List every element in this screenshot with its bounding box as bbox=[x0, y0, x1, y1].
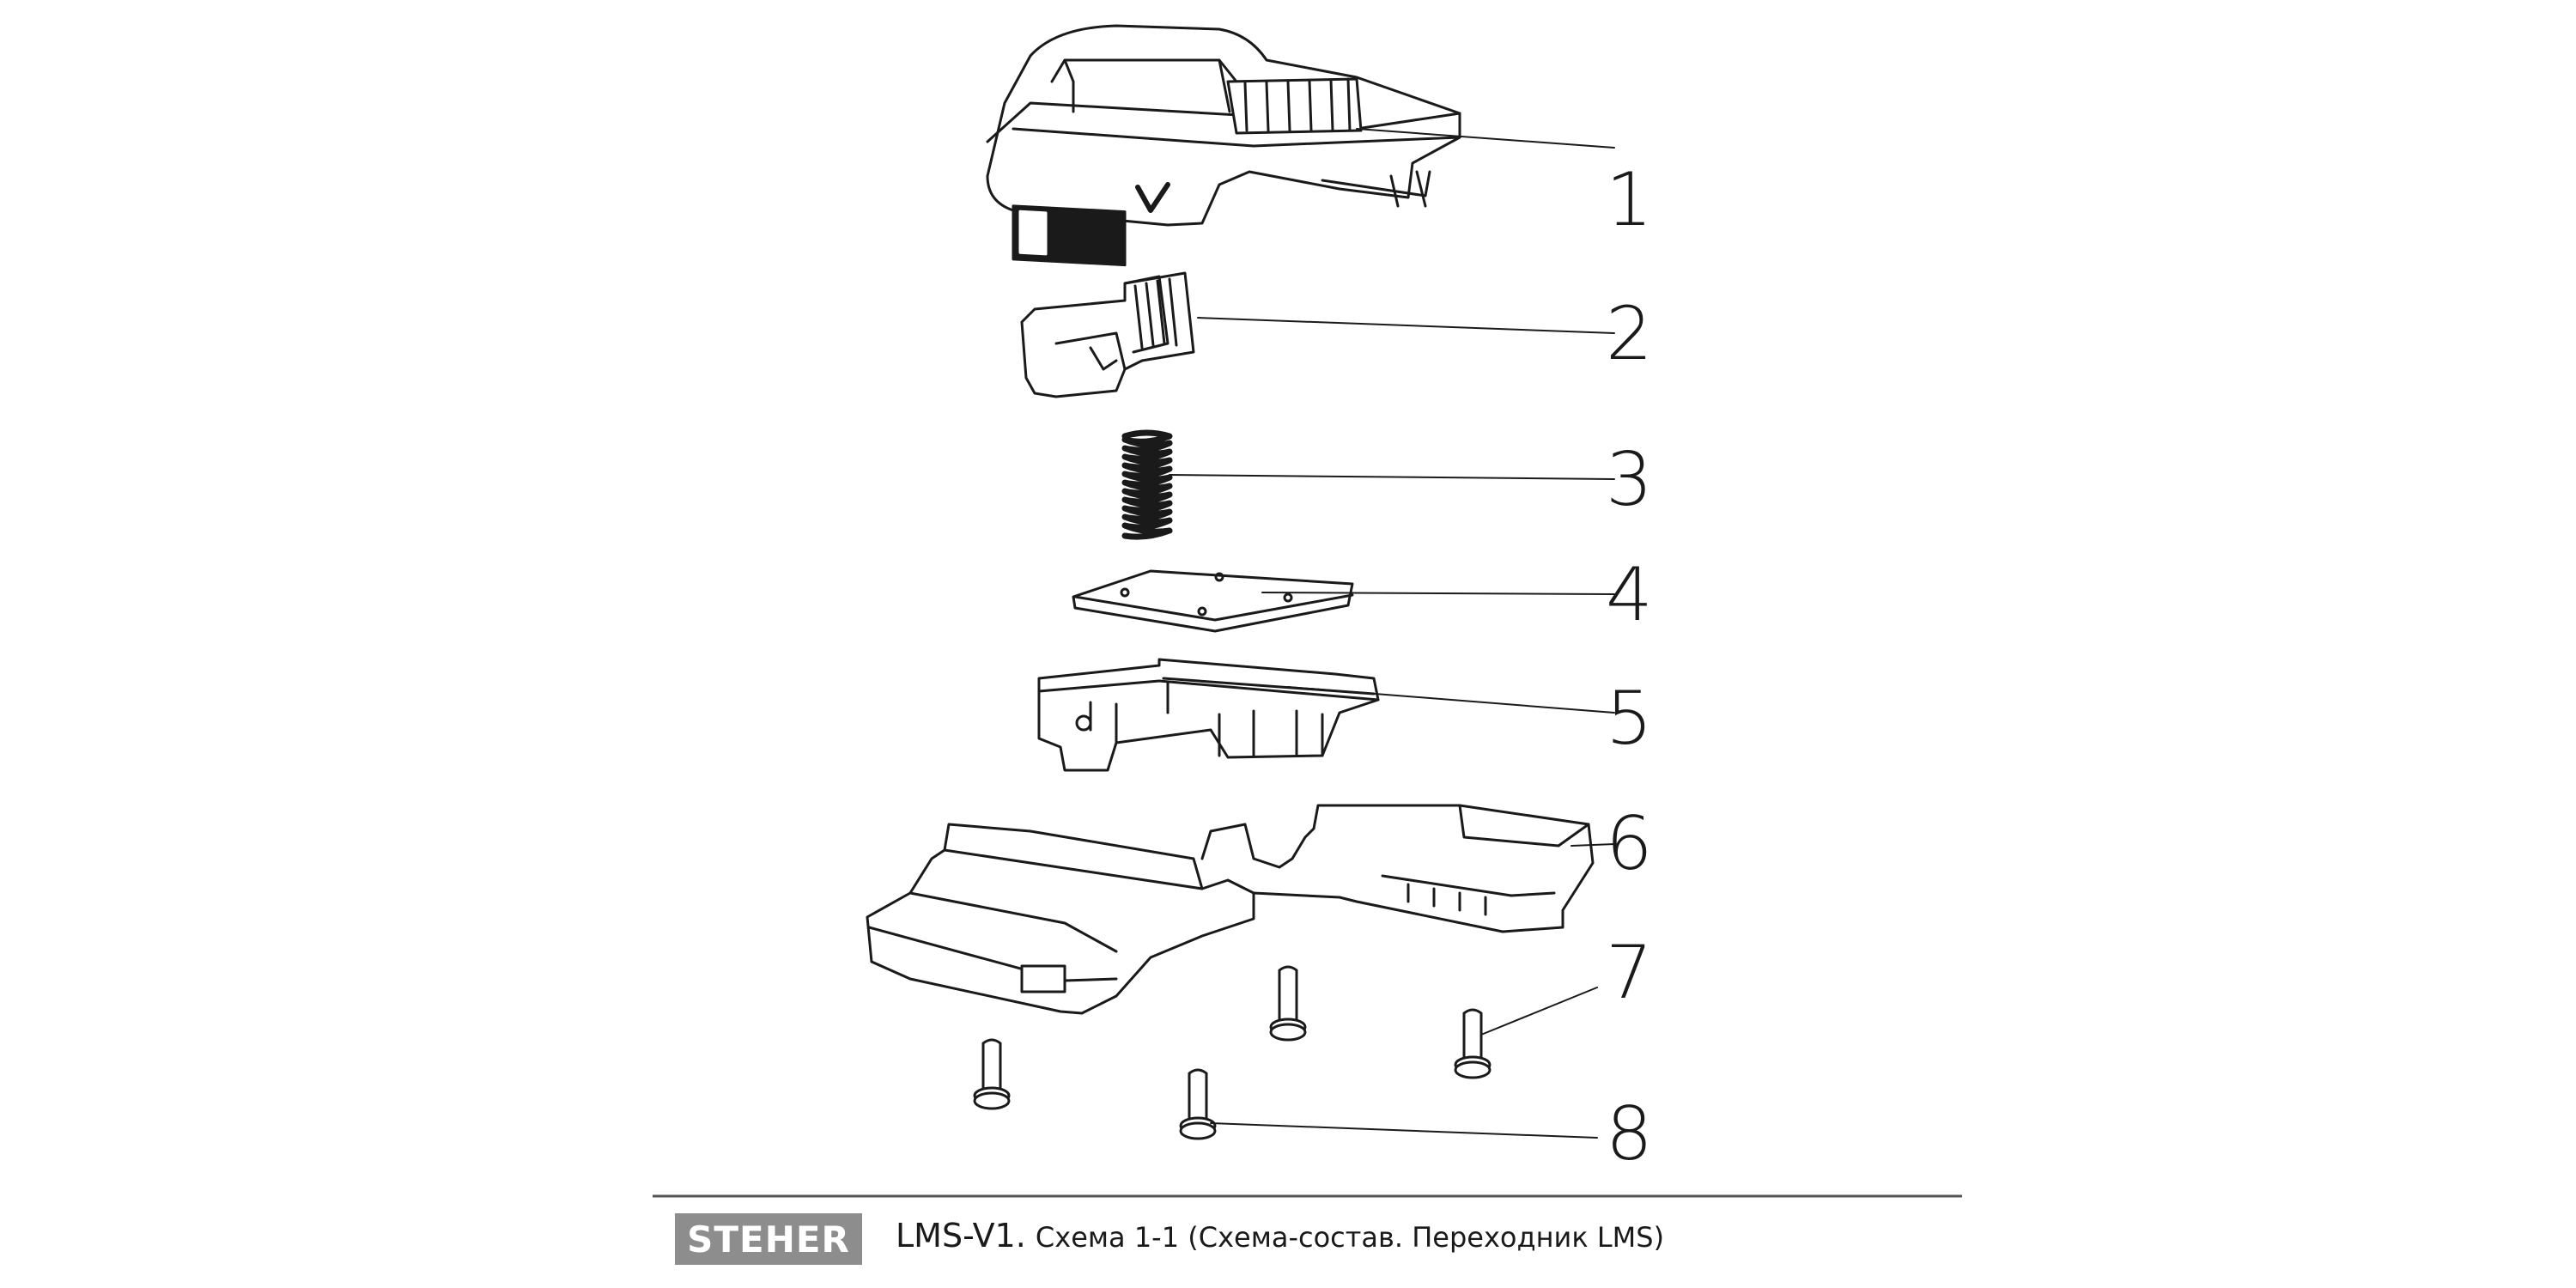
callout-3: 3 bbox=[1606, 437, 1653, 523]
part-4-circuit-board bbox=[1072, 569, 1615, 633]
part-2-latch bbox=[1020, 271, 1615, 398]
callout-7: 7 bbox=[1606, 930, 1653, 1016]
callout-1: 1 bbox=[1606, 157, 1653, 243]
callout-4: 4 bbox=[1606, 552, 1653, 638]
callout-numbers: 1 2 3 4 5 6 7 8 bbox=[1606, 157, 1653, 1177]
callout-5: 5 bbox=[1606, 676, 1653, 762]
screw-8a bbox=[973, 1038, 1011, 1110]
part-1-top-housing bbox=[986, 24, 1615, 267]
callout-2: 2 bbox=[1606, 291, 1653, 377]
callout-8: 8 bbox=[1606, 1091, 1653, 1177]
screw-7a bbox=[1269, 965, 1307, 1042]
part-6-base-housing bbox=[866, 804, 1615, 1015]
steher-logo-plate bbox=[1012, 204, 1127, 267]
screw-7b bbox=[1454, 987, 1598, 1079]
part-5-terminal-holder bbox=[1037, 658, 1615, 772]
callout-6: 6 bbox=[1606, 801, 1653, 887]
part-3-spring bbox=[1121, 429, 1615, 540]
vent-fins bbox=[1226, 77, 1363, 135]
screw-8b bbox=[1179, 1068, 1598, 1140]
